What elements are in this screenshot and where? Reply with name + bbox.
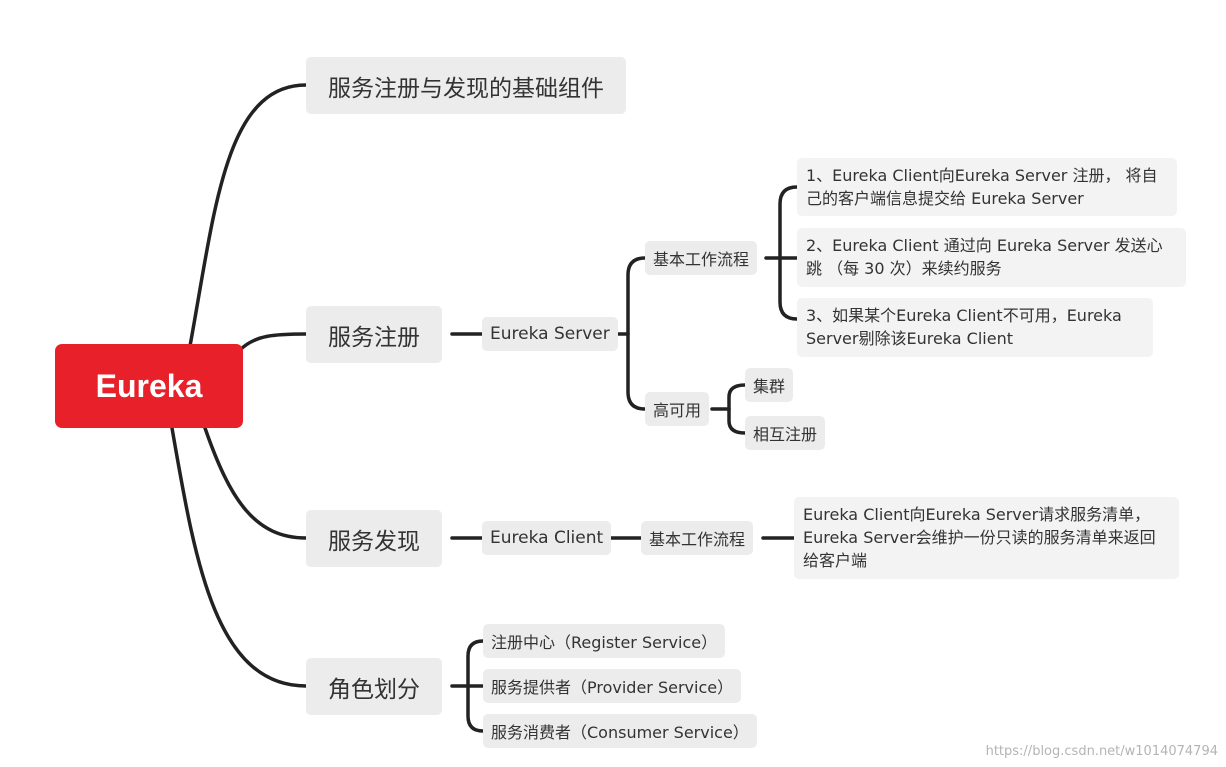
watermark: https://blog.csdn.net/w1014074794	[985, 744, 1218, 759]
node-ha-cluster: 集群	[745, 368, 794, 402]
node-eureka-client: Eureka Client	[482, 521, 612, 555]
node-role-provider-service: 服务提供者（Provider Service）	[483, 669, 742, 703]
node-role-register-service: 注册中心（Register Service）	[483, 624, 726, 658]
node-service-registration: 服务注册	[306, 306, 442, 363]
node-service-discovery: 服务发现	[306, 510, 442, 567]
node-discovery-detail: Eureka Client向Eureka Server请求服务清单，Eureka…	[794, 497, 1179, 579]
edge-root-registration	[238, 332, 308, 352]
node-workflow-step-2: 2、Eureka Client 通过向 Eureka Server 发送心跳 （…	[797, 228, 1186, 287]
edge-root-roles	[170, 426, 308, 688]
edge-root-foundation	[188, 83, 308, 348]
node-high-availability: 高可用	[645, 392, 710, 426]
node-eureka-server: Eureka Server	[482, 317, 618, 351]
node-discovery-workflow: 基本工作流程	[641, 521, 754, 555]
node-workflow-step-3: 3、如果某个Eureka Client不可用，Eureka Server剔除该E…	[797, 298, 1153, 357]
node-workflow-step-1: 1、Eureka Client向Eureka Server 注册， 将自己的客户…	[797, 158, 1177, 216]
edge-bracket-workflow-ha	[626, 256, 647, 411]
edge-root-discovery	[203, 426, 308, 540]
root-node: Eureka	[55, 344, 243, 428]
node-ha-mutual-registration: 相互注册	[745, 416, 826, 450]
edge-bracket-ha-items	[727, 383, 747, 435]
node-registration-workflow: 基本工作流程	[645, 241, 758, 275]
edge-bracket-steps	[778, 185, 799, 321]
node-foundation: 服务注册与发现的基础组件	[306, 57, 626, 114]
node-role-division: 角色划分	[306, 658, 442, 715]
node-role-consumer-service: 服务消费者（Consumer Service）	[483, 714, 757, 748]
